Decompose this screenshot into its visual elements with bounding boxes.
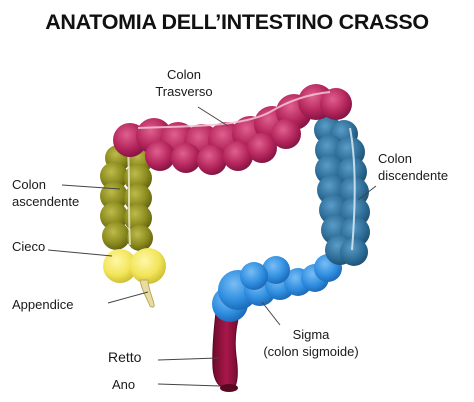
leader-appendix: [107, 291, 149, 304]
anus-shape: [220, 384, 238, 392]
descending-colon-shape: [314, 116, 370, 266]
leader-rectum: [157, 357, 219, 361]
label-transverse-colon: Colon Trasverso: [144, 66, 224, 100]
sigmoid-colon-shape: [212, 254, 342, 322]
leader-transverse: [197, 106, 229, 127]
ascending-colon-shape: [100, 145, 153, 251]
rectum-shape: [212, 311, 241, 392]
label-cecum: Cieco: [12, 239, 46, 254]
label-descending-line2: discendente: [378, 168, 449, 183]
leader-sigmoid: [261, 301, 281, 326]
appendix-shape: [139, 279, 155, 308]
label-ascending-line1: Colon: [12, 177, 46, 192]
label-transverse-line1: Colon: [167, 67, 201, 82]
label-descending-line1: Colon: [378, 151, 412, 166]
transverse-colon-shape: [113, 84, 352, 175]
leader-descending: [357, 185, 377, 201]
label-descending-colon: Colon discendente: [378, 150, 448, 184]
label-ascending-colon: Colon ascendente: [12, 176, 79, 210]
label-ascending-line2: ascendente: [12, 194, 80, 209]
cecum-shape: [103, 248, 166, 284]
label-sigmoid-line1: Sigma: [292, 327, 330, 342]
label-transverse-line2: Trasverso: [155, 84, 213, 99]
label-rectum: Retto: [108, 349, 142, 365]
label-sigmoid-line2: (colon sigmoide): [263, 344, 359, 359]
label-sigmoid: Sigma (colon sigmoide): [246, 326, 376, 360]
diagram-title: ANATOMIA DELL’INTESTINO CRASSO: [45, 10, 429, 34]
leader-lines: [47, 106, 377, 387]
label-appendix: Appendice: [12, 297, 74, 312]
leader-anus: [157, 383, 221, 387]
leader-ascending: [61, 184, 121, 190]
label-anus: Ano: [112, 377, 136, 392]
leader-cecum: [47, 249, 113, 257]
